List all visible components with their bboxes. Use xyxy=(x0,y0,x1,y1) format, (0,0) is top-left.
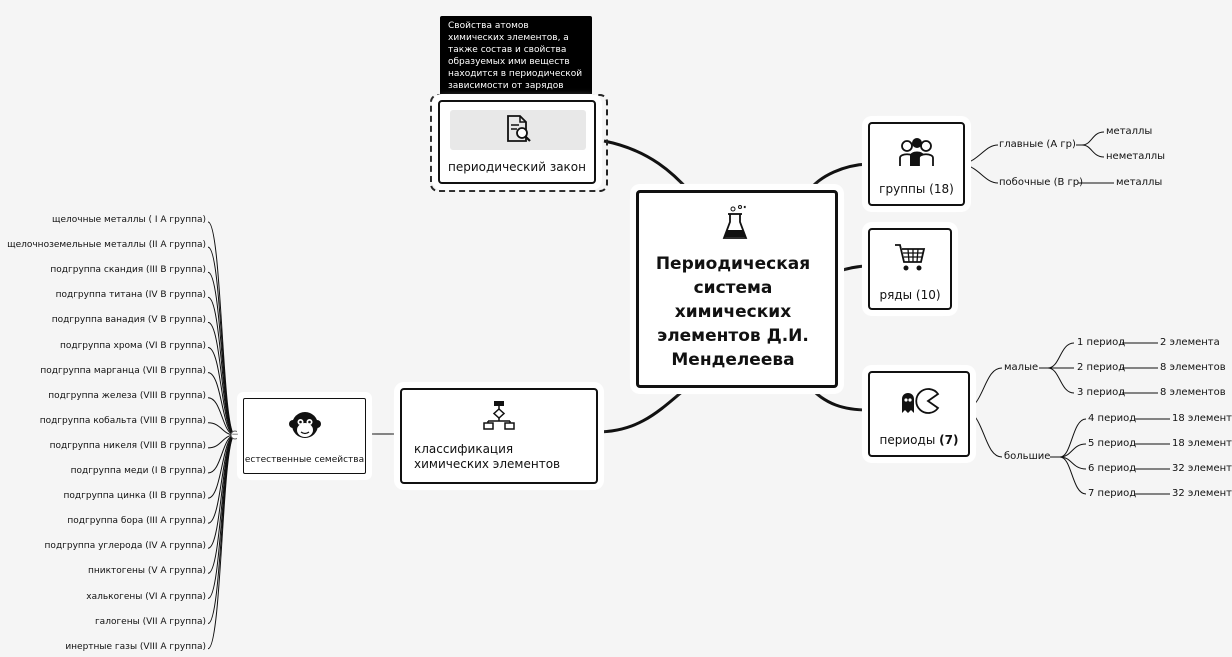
groups-main-child-metals[interactable]: металлы xyxy=(1106,126,1153,137)
chemistry-flask-icon xyxy=(722,205,748,239)
families-node[interactable]: естественные семейства xyxy=(243,398,366,474)
groups-side-child-metals[interactable]: металлы xyxy=(1116,177,1163,188)
law-label: периодический закон xyxy=(448,160,586,174)
period-1-name[interactable]: 1 период xyxy=(1077,337,1126,348)
period-4-name[interactable]: 4 период xyxy=(1088,413,1137,424)
periods-node[interactable]: периоды (7) xyxy=(868,371,970,457)
period-1-count[interactable]: 2 элемента xyxy=(1160,337,1220,348)
family-item[interactable]: подгруппа кобальта (VIII В группа) xyxy=(39,415,206,426)
family-item[interactable]: инертные газы (VIII А группа) xyxy=(65,641,206,652)
people-icon xyxy=(899,138,934,166)
family-item[interactable]: щелочноземельные металлы (II А группа) xyxy=(7,240,206,251)
periods-label: периоды (7) xyxy=(870,433,968,447)
period-7-name[interactable]: 7 период xyxy=(1088,488,1137,499)
law-selection-outline xyxy=(430,94,608,192)
family-item[interactable]: галогены (VII А группа) xyxy=(94,616,206,627)
families-collapse-toggle[interactable]: − xyxy=(231,430,239,440)
family-item[interactable]: подгруппа титана (IV В группа) xyxy=(55,290,206,301)
law-note: Свойства атомов химических элементов, а … xyxy=(440,16,592,103)
family-item[interactable]: подгруппа ванадия (V В группа) xyxy=(51,315,206,326)
classification-label: классификация химических элементов xyxy=(414,442,561,471)
groups-node[interactable]: группы (18) xyxy=(868,122,965,206)
family-item[interactable]: подгруппа никеля (VIII В группа) xyxy=(49,440,206,451)
family-item[interactable]: подгруппа железа (VIII В группа) xyxy=(48,390,206,401)
period-3-count[interactable]: 8 элементов xyxy=(1160,387,1226,398)
groups-main-label[interactable]: главные (А гр) xyxy=(999,139,1076,150)
period-3-name[interactable]: 3 период xyxy=(1077,387,1126,398)
family-item[interactable]: подгруппа бора (III А группа) xyxy=(67,516,206,527)
classification-node[interactable]: классификация химических элементов xyxy=(400,388,598,484)
period-4-count[interactable]: 18 элементов xyxy=(1172,413,1232,424)
family-item[interactable]: халькогены (VI А группа) xyxy=(86,591,206,602)
family-item[interactable]: подгруппа хрома (VI В группа) xyxy=(59,340,206,351)
rows-node[interactable]: ряды (10) xyxy=(868,228,952,310)
family-item[interactable]: подгруппа цинка (II В группа) xyxy=(63,491,206,502)
monkey-icon xyxy=(289,412,321,438)
family-item[interactable]: подгруппа углерода (IV А группа) xyxy=(44,541,206,552)
periods-label-count: (7) xyxy=(939,433,959,447)
cart-icon xyxy=(895,244,926,271)
rows-label: ряды (10) xyxy=(879,288,941,302)
groups-side-label[interactable]: побочные (В гр) xyxy=(999,177,1084,188)
periods-large-label[interactable]: большие xyxy=(1004,451,1051,462)
groups-main-child-nonmetals[interactable]: неметаллы xyxy=(1106,151,1166,162)
family-item[interactable]: подгруппа скандия (III В группа) xyxy=(50,265,206,276)
period-5-name[interactable]: 5 период xyxy=(1088,438,1137,449)
periods-small-label[interactable]: малые xyxy=(1004,362,1039,373)
family-item[interactable]: подгруппа меди (I В группа) xyxy=(70,466,206,476)
flowchart-icon xyxy=(483,401,515,430)
document-analysis-icon xyxy=(507,115,531,142)
family-item[interactable]: щелочные металлы ( I А группа) xyxy=(51,215,206,225)
family-item[interactable]: пниктогены (V А группа) xyxy=(87,566,206,577)
law-node[interactable]: периодический закон xyxy=(438,100,596,184)
pacman-icon xyxy=(902,388,940,414)
family-item[interactable]: подгруппа марганца (VII В группа) xyxy=(40,365,206,376)
period-2-name[interactable]: 2 период xyxy=(1077,362,1126,373)
period-6-name[interactable]: 6 период xyxy=(1088,463,1137,474)
period-5-count[interactable]: 18 элементов xyxy=(1172,438,1232,449)
period-2-count[interactable]: 8 элементов xyxy=(1160,362,1226,373)
central-title: Периодическая система химических элемент… xyxy=(655,254,811,370)
groups-label: группы (18) xyxy=(879,182,954,196)
families-label: естественные семейства xyxy=(244,455,365,465)
period-6-count[interactable]: 32 элемента xyxy=(1172,463,1232,474)
periods-label-prefix: периоды xyxy=(879,433,936,447)
period-7-count[interactable]: 32 элемента xyxy=(1172,488,1232,499)
